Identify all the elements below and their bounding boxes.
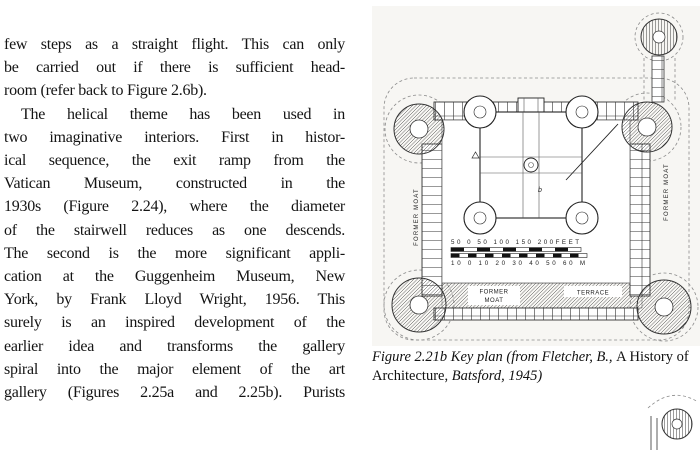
text-line: of the stairwell reduces as one descends…: [4, 221, 345, 239]
former-label: FORMER: [480, 290, 509, 296]
terrace-label: TERRACE: [577, 291, 609, 297]
text-line: be carried out if there is sufficient he…: [4, 59, 345, 77]
scale-feet-label: 50 0 50 100 150 200FEET: [451, 239, 579, 246]
bottom-labels: FORMER MOAT TERRACE: [468, 286, 622, 305]
text-line: gallery (Figures 2.25a and 2.25b). Puris…: [4, 384, 345, 402]
text-line: few steps as a straight flight. This can…: [4, 36, 345, 53]
caption-book-title: A History of Architecture,: [372, 349, 689, 384]
text-line: The second is the more significant appli…: [4, 244, 345, 262]
scale-metres-label: 10 0 10 20 30 40 50 60 M: [451, 260, 585, 267]
next-figure-fragment: [645, 386, 700, 450]
text-line: earlier idea and transforms the gallery: [4, 337, 345, 355]
text-line: 1930s (Figure 2.24), where the diameter: [4, 198, 345, 216]
triangle-marker: [471, 151, 480, 159]
text-line: York, by Frank Lloyd Wright, 1956. This: [4, 291, 345, 309]
keep: b: [463, 95, 599, 235]
text-line: two imaginative interiors. First in hist…: [4, 128, 345, 146]
helical-stair: [523, 157, 539, 173]
north-tower: [640, 18, 678, 103]
text-line: surely is an inspired development of the: [4, 314, 345, 332]
moat-label-right: FORMER MOAT: [664, 163, 670, 221]
caption-text: Figure 2.21b Key plan (from Fletcher, B.…: [372, 349, 617, 365]
text-line: ical sequence, the exit ramp from the: [4, 152, 345, 170]
body-text-column: few steps as a straight flight. This can…: [4, 33, 345, 404]
text-line: Vatican Museum, constructed in the: [4, 175, 345, 193]
caption-text-end: Batsford, 1945): [448, 367, 543, 384]
text-line: The helical theme has been used in: [21, 105, 345, 123]
scale-bar: 50 0 50 100 150 200FEET 10 0 10 20 30 40…: [450, 239, 588, 267]
key-plan-figure: b 50 0 50 100 150 200FEET 10 0 10 20 30 …: [372, 6, 700, 346]
moat-label-left: FORMER MOAT: [414, 188, 420, 246]
moat-label: MOAT: [485, 298, 504, 304]
text-line: spiral into the major element of the art: [4, 360, 345, 378]
stair-label: b: [538, 187, 542, 194]
fragment-drawing: [647, 394, 699, 450]
text-line: cation at the Guggenheim Museum, New: [4, 268, 345, 286]
key-plan-drawing: b 50 0 50 100 150 200FEET 10 0 10 20 30 …: [383, 12, 699, 342]
corner-bastions: [391, 101, 692, 335]
keep-entrance: [517, 97, 545, 113]
text-line: room (refer back to Figure 2.6b).: [4, 82, 207, 100]
figure-caption: Figure 2.21b Key plan (from Fletcher, B.…: [372, 348, 690, 385]
section-line: [565, 123, 619, 181]
keep-towers: [463, 95, 599, 235]
